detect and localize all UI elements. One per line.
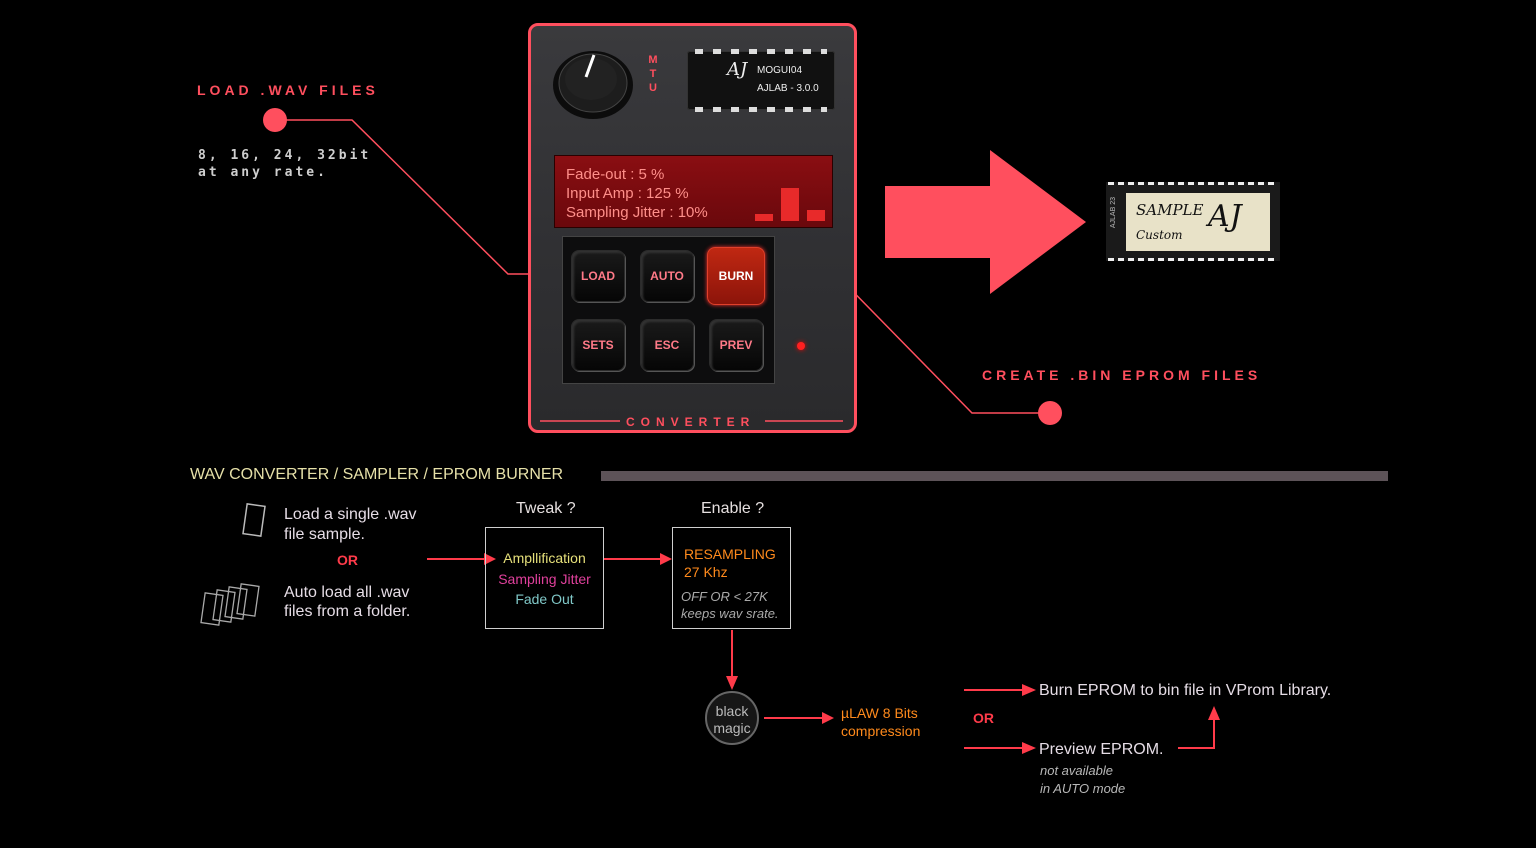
magic-line2: magic [713,720,751,736]
level-bar [781,188,799,221]
eprom-logo: AJ [1208,199,1242,234]
resampling-label: RESAMPLING [684,546,776,562]
knob-icon[interactable] [550,47,636,119]
sets-button[interactable]: SETS [571,319,625,371]
section-divider [601,471,1388,481]
converter-label: CONVERTER [626,415,756,429]
enable-title: Enable ? [701,500,765,517]
mtu-label: M T U [648,54,658,94]
auto-load-line1: Auto load all .wav [284,584,410,601]
section-title: WAV CONVERTER / SAMPLER / EPROM BURNER [190,466,564,483]
tweak-title: Tweak ? [516,500,576,517]
magic-line1: black [715,703,749,719]
level-bar [755,214,773,221]
compression-line2: compression [841,723,921,739]
auto-load-line2: files from a folder. [284,603,411,620]
resampling-rate: 27 Khz [684,564,728,580]
eprom-custom-label: Custom [1136,228,1183,242]
lcd-line-jitter: Sampling Jitter : 10% [566,204,708,221]
preview-note-2: in AUTO mode [1040,781,1126,796]
eprom-chip: AJLAB 23 SAMPLE Custom AJ [1106,182,1280,261]
resampling-note-1: OFF OR < 27K [681,589,768,604]
burn-eprom-text: Burn EPROM to bin file in VProm Library. [1039,682,1332,699]
or-label-2: OR [973,710,994,726]
black-magic-node: black magic [705,691,759,745]
status-led [797,342,805,350]
compression-line1: µLAW 8 Bits [841,705,918,721]
resampling-box: RESAMPLING 27 Khz OFF OR < 27K keeps wav… [672,527,791,629]
preview-eprom-text: Preview EPROM. [1039,741,1164,758]
tweak-jitter: Sampling Jitter [498,571,591,587]
create-bin-callout: CREATE .BIN EPROM FILES [982,367,1262,383]
burn-button[interactable]: BURN [707,247,765,305]
single-file-icon [242,503,266,537]
or-label-1: OR [337,552,358,568]
multi-file-icon [200,583,260,626]
firmware-chip: AJ MOGUI04 AJLAB - 3.0.0 [687,49,835,112]
eprom-sample-label: SAMPLE [1136,201,1204,219]
lcd-line-fade-out: Fade-out : 5 % [566,166,665,183]
prev-button[interactable]: PREV [709,319,763,371]
load-bit-depth-note: 8, 16, 24, 32bit [198,148,372,163]
esc-button[interactable]: ESC [640,319,694,371]
lcd-display: Fade-out : 5 % Input Amp : 125 % Samplin… [554,155,833,228]
resampling-note-2: keeps wav srate. [681,606,779,621]
load-single-line2: file sample. [284,526,365,543]
tweak-amplification: Ampllification [503,550,586,566]
button-panel: LOAD AUTO BURN SETS ESC PREV [562,236,775,384]
auto-button[interactable]: AUTO [640,250,694,302]
load-wav-callout: LOAD .WAV FILES [197,82,379,98]
converter-footer-lines [540,420,843,422]
load-button[interactable]: LOAD [571,250,625,302]
preview-note-1: not available [1040,763,1113,778]
chip-version: AJLAB - 3.0.0 [757,83,819,94]
load-rate-note: at any rate. [198,165,328,180]
lcd-line-input-amp: Input Amp : 125 % [566,185,689,202]
chip-logo: AJ [727,59,748,80]
tweak-box: Ampllification Sampling Jitter Fade Out [485,527,604,629]
chip-name: MOGUI04 [757,65,803,76]
big-arrow [885,150,1086,294]
eprom-side-text: AJLAB 23 [1110,197,1117,229]
level-bar [807,210,825,221]
load-single-line1: Load a single .wav [284,506,417,523]
tweak-fade-out: Fade Out [515,591,574,607]
